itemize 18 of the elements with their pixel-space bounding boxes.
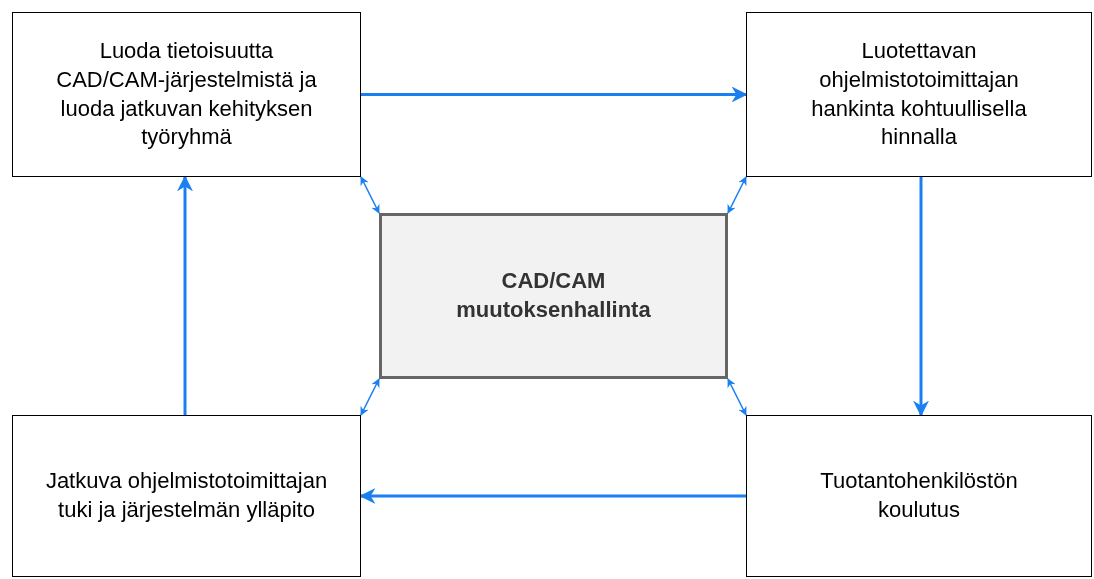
arrow <box>360 378 380 416</box>
arrow <box>177 175 193 415</box>
box-text: CAD/CAM muutoksenhallinta <box>455 267 652 324</box>
arrow <box>913 177 929 417</box>
box-text: Luotettavan ohjelmistotoimittajan hankinta kohtuullisella hinnalla <box>810 37 1028 152</box>
arrow <box>360 176 380 214</box>
arrow <box>727 378 747 416</box>
box-text: Tuotantohenkilöstön koulutus <box>819 467 1019 524</box>
arrow <box>361 86 748 103</box>
process-box <box>12 12 361 177</box>
process-box <box>746 12 1092 177</box>
box-text: Jatkuva ohjelmistotoimittajan tuki ja järjestelmän ylläpito <box>44 467 329 524</box>
arrow <box>727 176 747 214</box>
process-box <box>746 415 1092 577</box>
center-box <box>379 213 728 379</box>
process-box <box>12 415 361 577</box>
arrow <box>359 488 746 504</box>
box-text: Luoda tietoisuutta CAD/CAM-järjestelmistä ja luoda jatkuvan kehityksen työryhmä <box>55 37 318 152</box>
